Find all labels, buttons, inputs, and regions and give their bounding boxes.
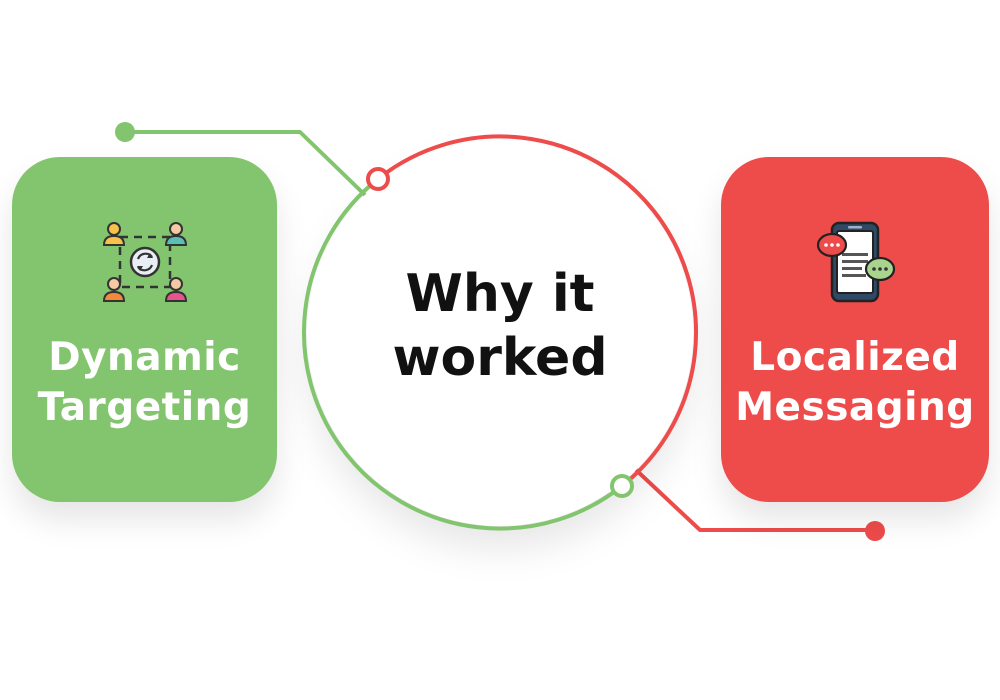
network-people-icon [102,222,187,302]
dynamic-targeting-line2: Targeting [37,385,252,430]
red-connector-line [634,468,875,532]
dynamic-targeting-title: Dynamic Targeting [38,333,252,433]
green-connector-line [125,130,367,197]
localized-messaging-line2: Messaging [735,385,975,430]
center-title-line2: worked [392,328,608,388]
localized-messaging-card: Localized Messaging [721,157,989,502]
center-title: Why it worked [320,262,680,390]
dynamic-targeting-line1: Dynamic [48,335,241,380]
localized-messaging-title: Localized Messaging [735,333,974,433]
red-connector-dot [865,521,885,541]
dynamic-targeting-card: Dynamic Targeting [12,157,277,502]
center-title-line1: Why it [405,264,595,324]
smartphone-chat-icon [816,221,896,303]
localized-messaging-line1: Localized [750,335,960,380]
green-connector-dot [115,122,135,142]
